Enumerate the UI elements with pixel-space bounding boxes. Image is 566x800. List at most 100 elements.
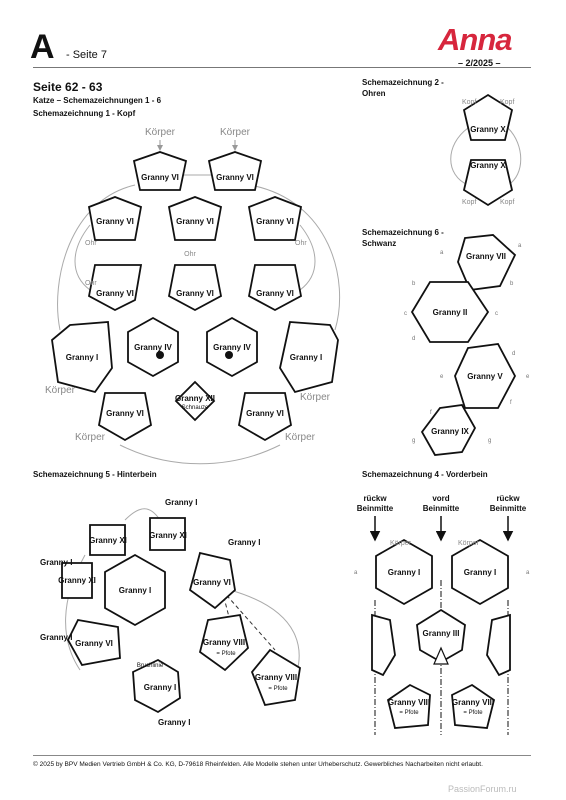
granny-i-shape — [375, 538, 433, 606]
label-granny-vi: Granny VI — [176, 217, 214, 226]
granny-iii-shape — [371, 613, 396, 677]
granny-viii-shape — [386, 683, 431, 729]
diagram-1-head: Körper Körper Granny VI Granny VI Granny… — [45, 127, 341, 465]
label-pfote: = Pfote — [399, 710, 419, 716]
label-ohr: Ohr — [85, 240, 97, 247]
label-koerper: Körper — [300, 392, 331, 403]
label-koerper: Körper — [390, 540, 412, 547]
connector — [299, 224, 316, 291]
granny-iii-shape — [486, 613, 511, 677]
label-granny-vii: Granny VII — [466, 252, 506, 261]
label-granny-i: Granny I — [158, 718, 190, 727]
diagram-2-title: Schemazeichnung 2 - — [362, 78, 444, 87]
label-kopf: Kopf — [462, 99, 476, 106]
page-number: - Seite 7 — [66, 49, 107, 61]
diagram-4-foreleg: rückw Beinmitte vord Beinmitte rückw Bei… — [354, 494, 530, 735]
label-koerper: Körper — [145, 127, 176, 138]
granny-x-shape — [462, 159, 514, 207]
label-beinmitte: Beinmitte — [490, 504, 527, 513]
granny-i-shape — [451, 538, 509, 606]
watermark: PassionForum.ru — [448, 784, 517, 794]
granny-vi-shape — [237, 392, 293, 442]
copyright-text: © 2025 by BPV Medien Vertrieb GmbH & Co.… — [33, 761, 483, 768]
label-granny-i: Granny I — [165, 498, 197, 507]
granny-i-shape — [51, 321, 113, 394]
label-f: f — [510, 400, 512, 406]
label-granny-vi: Granny VI — [216, 173, 254, 182]
label-granny-i: Granny I — [119, 586, 151, 595]
footer-divider — [33, 755, 531, 756]
label-granny-ii: Granny II — [433, 308, 468, 317]
granny-iv-shape — [127, 316, 179, 378]
granny-vi-shape — [97, 392, 153, 442]
label-granny-iv: Granny IV — [213, 343, 251, 352]
granny-xi-shape — [149, 517, 186, 551]
granny-vi-ear-shape — [87, 264, 143, 312]
label-pfote: = Pfote — [268, 686, 288, 692]
label-granny-iii: Granny III — [423, 629, 460, 638]
label-granny-viii: Granny VIII — [452, 698, 494, 707]
label-granny-i: Granny I — [66, 353, 98, 362]
issue-number: – 2/2025 – — [458, 58, 501, 68]
granny-vi-ear-shape — [247, 264, 303, 312]
label-granny-vi: Granny VI — [246, 409, 284, 418]
label-granny-x: Granny X — [470, 161, 506, 170]
connector — [450, 127, 469, 186]
label-granny-vi: Granny VI — [96, 217, 134, 226]
diagram-6-title: Schemazeichnung 6 - — [362, 228, 444, 237]
label-granny-xii: Granny XII — [175, 394, 215, 403]
label-kopf: Kopf — [500, 199, 514, 206]
connector — [507, 127, 522, 186]
section-letter: A — [30, 28, 55, 66]
label-c: c — [495, 311, 498, 317]
label-c: c — [404, 311, 407, 317]
header-divider — [33, 67, 531, 68]
label-granny-viii: Granny VIII — [255, 673, 297, 682]
label-pfote: = Pfote — [216, 651, 236, 657]
label-a: a — [354, 570, 358, 576]
brand-logo: Anna — [438, 22, 512, 57]
connector — [249, 184, 341, 331]
diagram-6-subtitle: Schwanz — [362, 239, 397, 248]
granny-i-shape — [279, 321, 339, 394]
eye-marker — [156, 351, 164, 359]
label-schnauze: Schnauze — [182, 405, 209, 411]
granny-vi-ear-shape — [247, 196, 303, 241]
label-granny-xi: Granny XI — [89, 536, 127, 545]
label-ohr: Ohr — [85, 280, 97, 287]
label-granny-viii: Granny VIII — [203, 638, 245, 647]
granny-vi-shape — [188, 551, 236, 610]
label-kopf: Kopf — [462, 199, 476, 206]
label-rueckw: rückw — [496, 494, 520, 503]
label-ohr: Ohr — [184, 251, 196, 258]
diagram-5-title: Schemazeichnung 5 - Hinterbein — [33, 470, 157, 479]
label-d: d — [412, 336, 415, 342]
label-granny-vi: Granny VI — [75, 639, 113, 648]
label-koerper: Körper — [220, 127, 251, 138]
granny-viii-shape — [198, 613, 249, 672]
label-granny-i: Granny I — [290, 353, 322, 362]
label-pfote: = Pfote — [463, 710, 483, 716]
label-granny-i: Granny I — [228, 538, 260, 547]
label-kopf: Kopf — [500, 99, 514, 106]
label-e: e — [526, 374, 530, 380]
granny-x-shape — [462, 93, 514, 141]
diagram-4-title: Schemazeichnung 4 - Vorderbein — [362, 470, 488, 479]
label-granny-x: Granny X — [470, 125, 506, 134]
label-vord: vord — [432, 494, 449, 503]
granny-iv-shape — [206, 316, 258, 378]
label-d: d — [512, 351, 515, 357]
eye-marker — [225, 351, 233, 359]
label-koerper: Körper — [285, 432, 316, 443]
label-koerper: Körper — [458, 540, 480, 547]
label-a: a — [518, 243, 522, 249]
label-e: e — [440, 374, 444, 380]
label-koerper: Körper — [75, 432, 106, 443]
label-granny-i: Granny I — [144, 683, 176, 692]
label-g: g — [412, 438, 415, 444]
label-granny-v: Granny V — [467, 372, 503, 381]
diagram-5-hindleg: Granny I Granny I Granny XI Granny XI Gr… — [40, 498, 301, 727]
label-granny-vi: Granny VI — [141, 173, 179, 182]
granny-vi-shape — [132, 151, 188, 191]
label-beinmitte: Beinmitte — [423, 504, 460, 513]
